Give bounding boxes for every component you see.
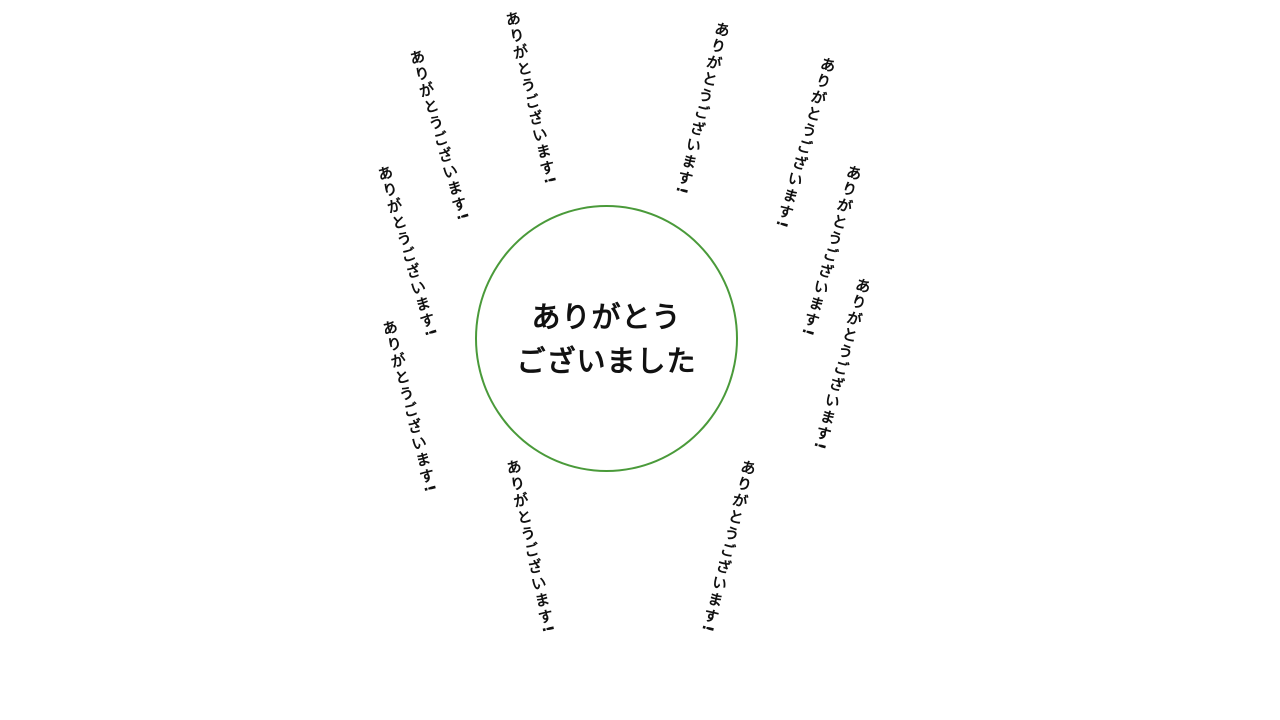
center-message-line1: ありがとう: [531, 299, 682, 334]
ray-text-5-label: ありがとうございます!: [374, 163, 441, 341]
ray-text-3-label: ありがとうございます!: [671, 19, 733, 198]
center-circle: [475, 205, 738, 472]
ray-text-2-label: ありがとうございます!: [502, 9, 560, 188]
ray-text-7-label: ありがとうございます!: [379, 317, 440, 496]
ray-text-1-label: ありがとうございます!: [406, 47, 473, 225]
ray-text-9-label: ありがとうございます!: [503, 457, 558, 637]
center-message-line2: ございました: [516, 343, 697, 378]
center-message: ありがとう ございました: [475, 205, 738, 472]
ray-text-4-label: ありがとうございます!: [771, 54, 839, 232]
ray-text-10-label: ありがとうございます!: [697, 457, 759, 636]
